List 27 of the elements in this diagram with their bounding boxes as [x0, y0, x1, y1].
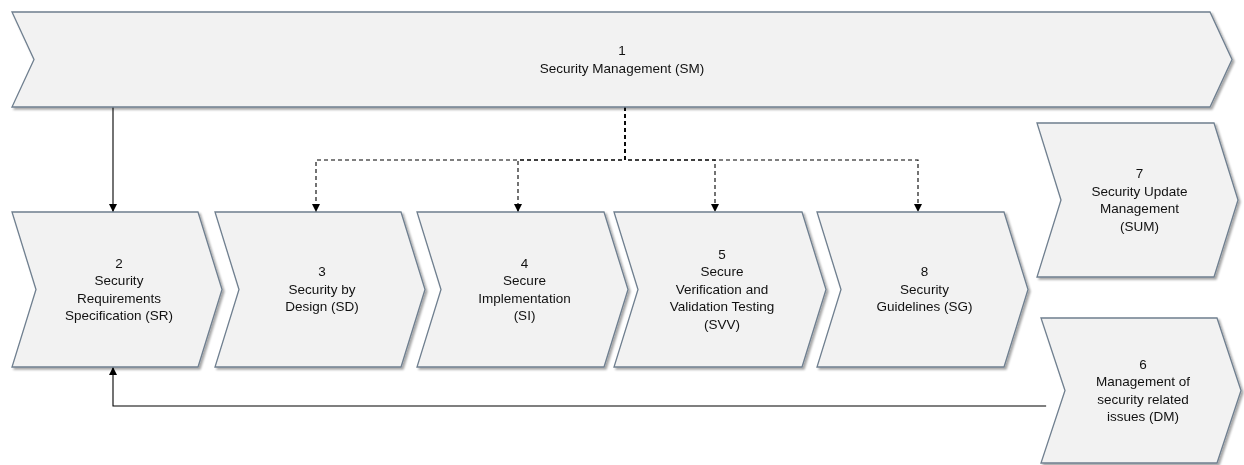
arrow [624, 106, 922, 213]
chevron-step [614, 212, 826, 367]
step-title: Security Requirements Specification (SR) [64, 272, 174, 325]
chevron-step [1041, 318, 1241, 463]
step-number: 8 [920, 263, 929, 281]
step-title: Security Management (SM) [539, 59, 705, 77]
step-number: 3 [318, 263, 326, 281]
step-title: Security Update Management (SUM) [1090, 182, 1189, 235]
arrow [109, 366, 1047, 407]
step-number: 4 [520, 254, 529, 272]
step-number: 1 [618, 42, 626, 60]
step-number: 6 [1139, 355, 1147, 373]
chevron-step [817, 212, 1028, 367]
arrow [109, 106, 117, 213]
step-number: 2 [115, 254, 123, 272]
step-title: Secure Verification and Validation Testing (SVV) [668, 263, 776, 334]
chevron-step [417, 212, 628, 367]
step-number: 7 [1135, 165, 1144, 183]
step-number: 5 [718, 245, 726, 264]
chevron-step [1037, 123, 1238, 277]
chevron-step [12, 212, 222, 367]
step-title: Security Guidelines (SG) [875, 280, 974, 316]
step-title: Management of security related issues (DM) [1095, 373, 1191, 426]
step-title: Security by Design (SD) [284, 280, 360, 316]
chevron-step [215, 212, 425, 367]
chevron-step [12, 12, 1232, 107]
step-title: Secure Implementation (SI) [477, 272, 572, 325]
